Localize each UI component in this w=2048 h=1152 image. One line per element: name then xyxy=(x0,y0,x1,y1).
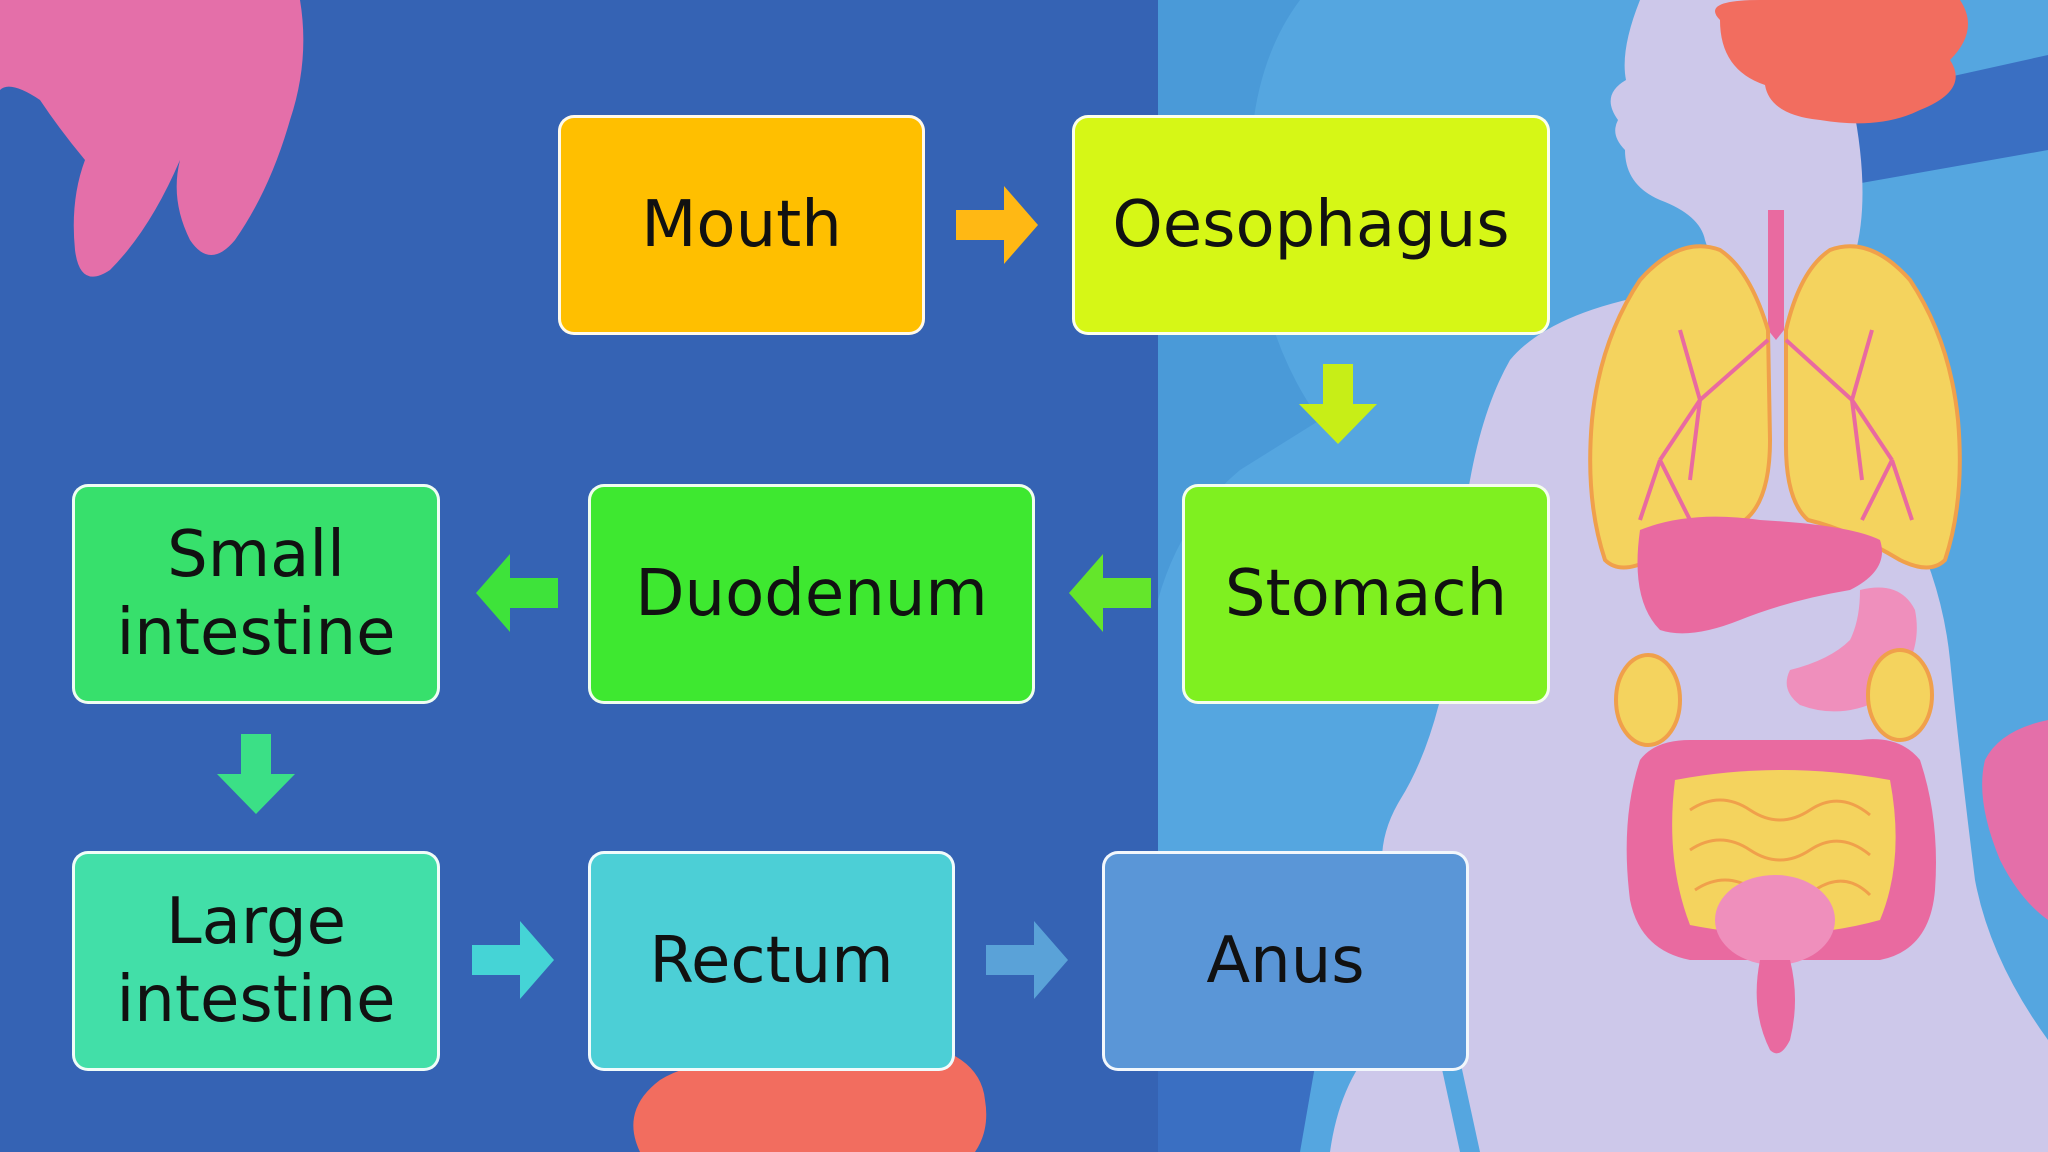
arrow-shape xyxy=(217,734,295,814)
arrow-shape xyxy=(956,186,1038,264)
liver xyxy=(1637,516,1882,634)
arrow-down-icon xyxy=(1293,360,1383,450)
arrow-right-icon xyxy=(952,180,1042,270)
step-stomach: Stomach xyxy=(1182,484,1550,704)
trachea xyxy=(1768,210,1784,340)
pink-blob xyxy=(0,0,304,277)
step-small-intestine: Small intestine xyxy=(72,484,440,704)
right-lung xyxy=(1783,244,1962,570)
arrow-right-icon xyxy=(982,915,1072,1005)
arrow-shape xyxy=(1069,554,1151,632)
arrow-left-icon xyxy=(1065,548,1155,638)
step-large-intestine: Large intestine xyxy=(72,851,440,1071)
right-kidney xyxy=(1866,648,1934,742)
arrow-shape xyxy=(986,921,1068,999)
arrow-shape xyxy=(472,921,554,999)
arrow-right-icon xyxy=(468,915,558,1005)
step-rectum: Rectum xyxy=(588,851,955,1071)
arrow-shape xyxy=(476,554,558,632)
arrow-down-icon xyxy=(211,730,301,820)
right-bronchi xyxy=(1784,329,1914,521)
step-oesophagus: Oesophagus xyxy=(1072,115,1550,335)
arrow-shape xyxy=(1299,364,1377,444)
panel-band-top xyxy=(1800,55,2048,185)
left-bronchi xyxy=(1638,329,1770,521)
pink-arm-shape xyxy=(1982,720,2048,920)
coral-blob-top xyxy=(1715,0,1968,124)
step-duodenum: Duodenum xyxy=(588,484,1035,704)
step-anus: Anus xyxy=(1102,851,1469,1071)
bladder xyxy=(1715,875,1835,965)
arrow-left-icon xyxy=(472,548,562,638)
step-mouth: Mouth xyxy=(558,115,925,335)
left-kidney xyxy=(1614,653,1682,747)
rectum-organ xyxy=(1756,960,1795,1054)
